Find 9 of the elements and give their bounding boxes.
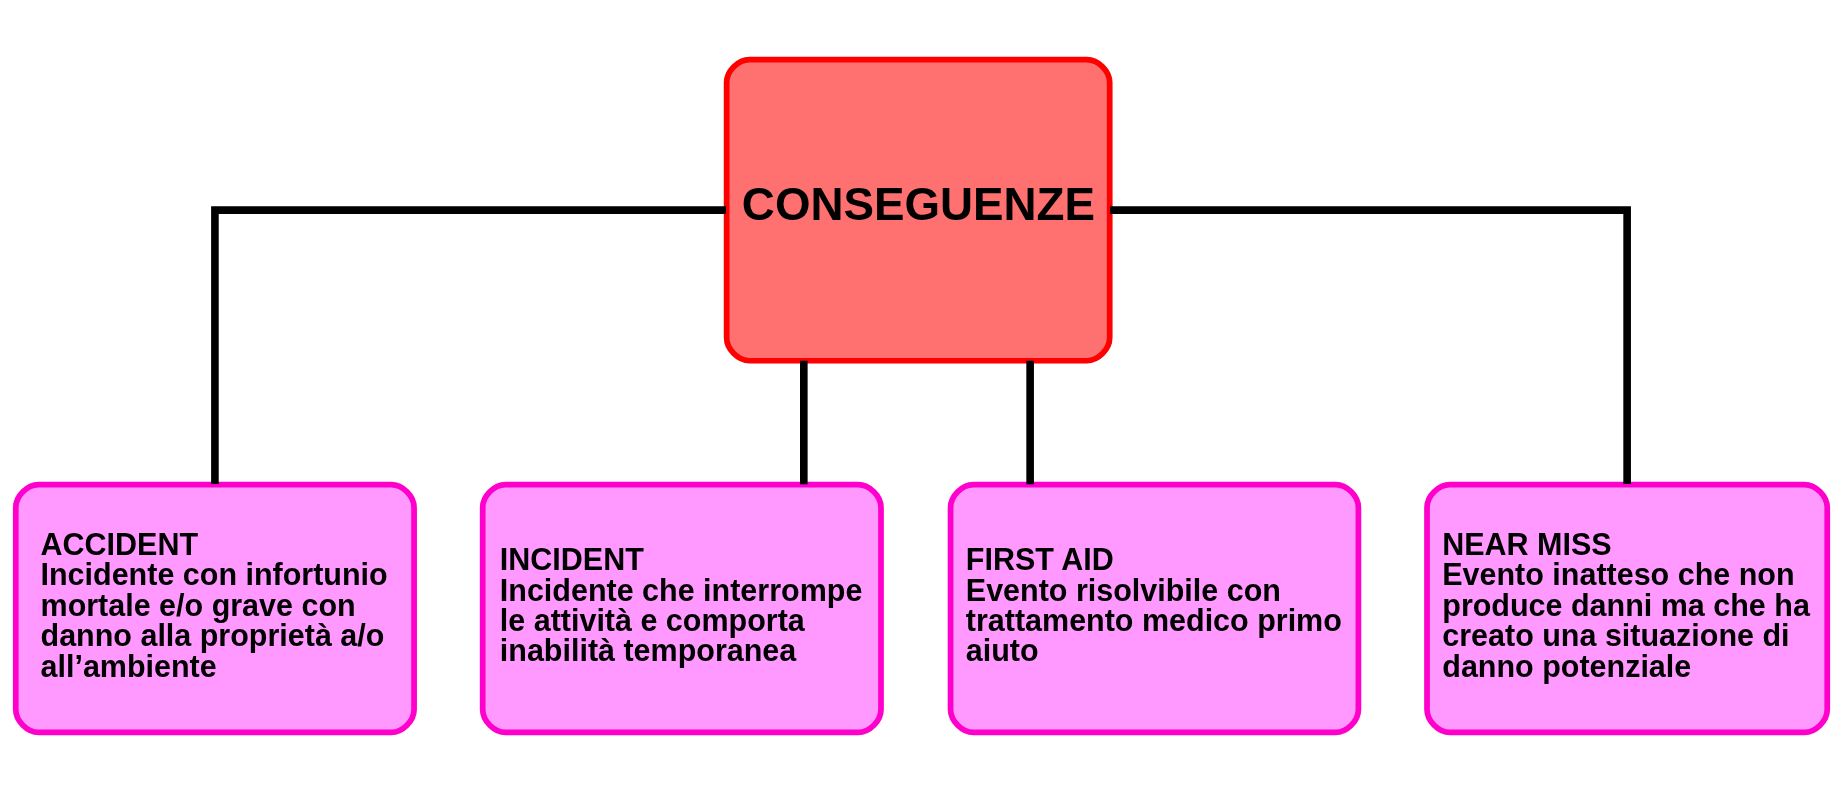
connector — [1110, 206, 1631, 485]
connector — [800, 360, 808, 485]
node-box: INCIDENT Incidente che interrompe le attività e comporta inabilità temporanea — [479, 481, 884, 736]
node-box: CONSEGUENZE — [723, 56, 1113, 364]
node-box: ACCIDENT Incidente con infortunio mortale e/o grave con danno alla proprietà a/o all’ambiente — [12, 481, 417, 736]
connector — [1026, 360, 1034, 485]
node-box: NEAR MISS Evento inatteso che non produce danni ma che ha creato una situazione di danno potenziale — [1424, 481, 1831, 736]
node-box: FIRST AID Evento risolvibile con trattamento medico primo aiuto — [947, 481, 1362, 736]
connector — [211, 206, 726, 485]
